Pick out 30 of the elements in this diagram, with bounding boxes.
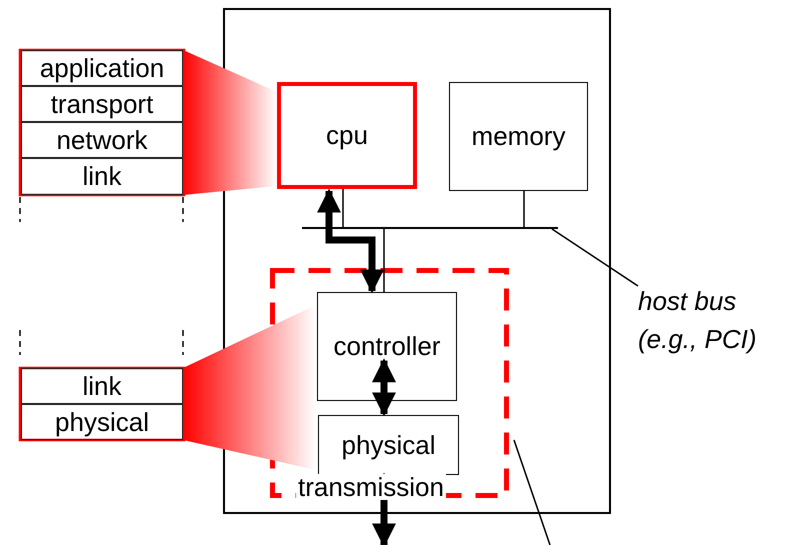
node-label: application [40,52,164,84]
layer-box [21,368,183,404]
memory-box [449,82,588,191]
magnify-fan [183,305,316,470]
node-label: controller [334,331,440,362]
node-label: memory [472,121,566,152]
layer-box [21,404,183,440]
connector-line [383,229,385,292]
node-label: physical [342,430,436,460]
layer-box [21,158,183,195]
node-label: transport [50,88,154,120]
node-label: link [82,370,122,402]
cpu-box [277,82,417,189]
bus-label: host bus (e.g., PCI) [638,285,758,356]
layer-box [21,50,183,86]
magnify-fan [183,50,277,195]
node-label: network [56,124,148,156]
double-arrow [317,188,384,294]
layer-box [21,122,183,158]
controller-box [317,292,457,401]
leader-line [513,440,551,545]
double-arrow [372,358,396,416]
connector-line [523,191,525,227]
node-label: cpu [326,120,368,151]
node-label: physical [55,406,149,438]
transmission-label: transmission [296,474,446,500]
layer-box [21,86,183,122]
leader-line [552,228,638,287]
connector-line [342,189,344,227]
node-label: link [82,161,122,192]
